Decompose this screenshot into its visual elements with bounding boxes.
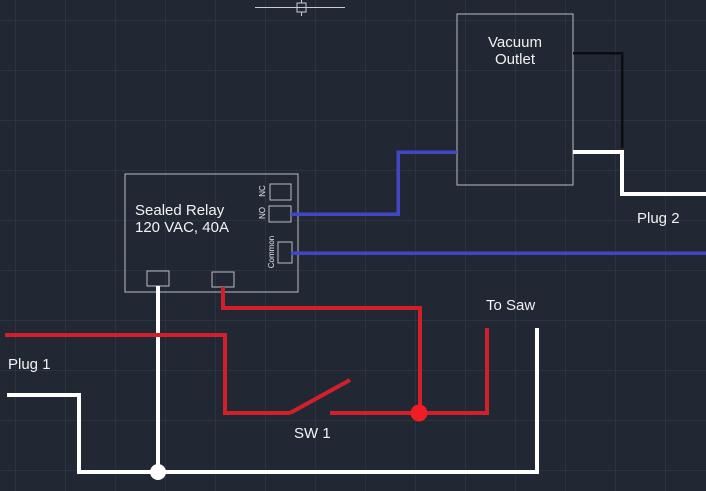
- switch-blade[interactable]: [289, 378, 351, 415]
- wire-red-relay-coil-hot[interactable]: [221, 287, 422, 410]
- sealed-relay-title-line1: Sealed Relay: [135, 202, 225, 219]
- crosshair-pickbox: [296, 2, 307, 13]
- relay-terminal-coil-right[interactable]: [211, 271, 235, 288]
- switch-label[interactable]: SW 1: [294, 425, 331, 442]
- wire-black-outlet-hot[interactable]: [573, 51, 624, 148]
- wire-blue-no-to-outlet[interactable]: [291, 150, 457, 216]
- relay-terminal-nc-label: NC: [257, 185, 267, 197]
- wire-red-to-saw[interactable]: [330, 328, 489, 415]
- junction-dot-white[interactable]: [150, 464, 166, 480]
- sealed-relay-title[interactable]: Sealed Relay 120 VAC, 40A: [135, 202, 229, 236]
- plug1-label[interactable]: Plug 1: [8, 356, 51, 373]
- sealed-relay-title-line2: 120 VAC, 40A: [135, 219, 229, 236]
- plug2-label[interactable]: Plug 2: [637, 210, 680, 227]
- vacuum-outlet-title-line2: Outlet: [494, 51, 536, 68]
- relay-terminal-common-label: Common: [266, 235, 276, 269]
- relay-terminal-no[interactable]: [268, 205, 292, 223]
- junction-dot-red[interactable]: [410, 404, 428, 422]
- wire-red-plug1-hot[interactable]: [5, 333, 290, 415]
- crosshair-cursor: [255, 0, 345, 16]
- to-saw-label[interactable]: To Saw: [486, 297, 536, 314]
- vacuum-outlet-title-line1: Vacuum: [488, 34, 542, 51]
- relay-terminal-common[interactable]: [277, 241, 293, 264]
- sealed-relay-box[interactable]: [124, 173, 299, 293]
- relay-terminal-coil-left[interactable]: [146, 270, 170, 287]
- wire-white-outlet-to-plug2[interactable]: [573, 150, 706, 196]
- relay-terminal-nc[interactable]: [269, 183, 292, 201]
- wire-white-plug1-neutral[interactable]: [7, 328, 539, 474]
- vacuum-outlet-title[interactable]: Vacuum Outlet: [457, 34, 573, 68]
- relay-terminal-no-label: NO: [257, 207, 267, 219]
- vacuum-outlet-box[interactable]: [456, 13, 574, 186]
